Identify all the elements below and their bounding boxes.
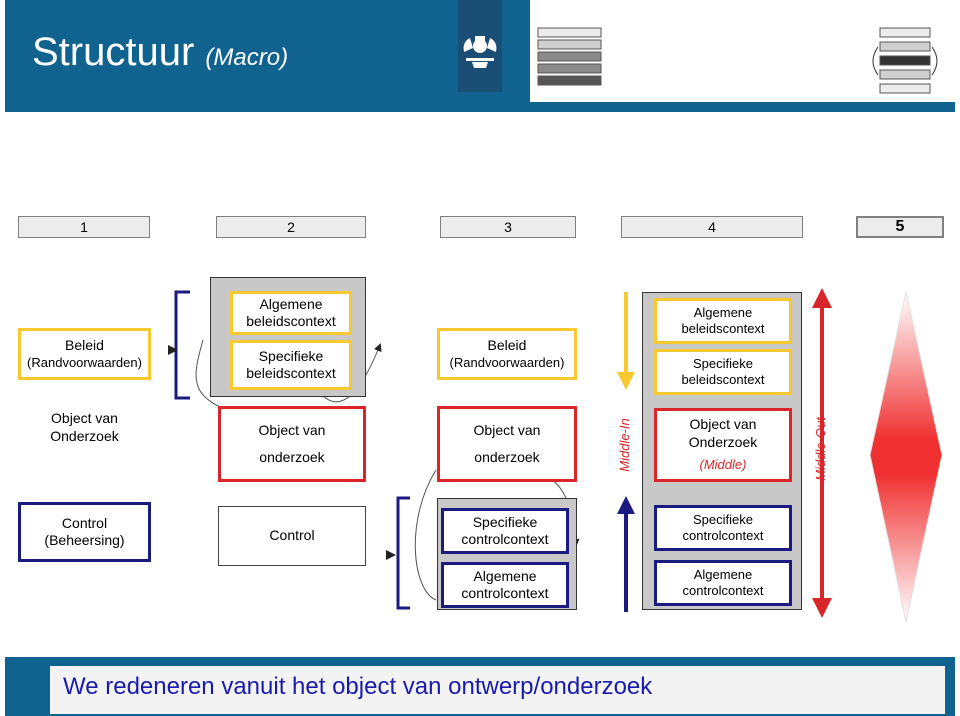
bracket-arrow-col3: [386, 550, 396, 560]
box-subtitle: (Randvoorwaarden): [449, 354, 565, 370]
col1-beleid-box: Beleid (Randvoorwaarden): [18, 328, 151, 380]
box-line1: Specifieke: [258, 347, 324, 364]
box-title: Control: [269, 527, 315, 544]
col3-algemene-box: Algemene controlcontext: [441, 562, 569, 608]
coat-of-arms-icon: [463, 36, 497, 68]
col3-specifieke-box: Specifieke controlcontext: [441, 508, 569, 554]
box-line1: Specifieke: [693, 355, 753, 371]
box-line2: beleidscontext: [681, 321, 765, 336]
title-sub: (Macro): [205, 44, 289, 71]
step-tab-3[interactable]: 3: [440, 216, 576, 238]
bracket-left-col2: [174, 290, 190, 400]
box-line1: Object van: [258, 421, 326, 438]
footer-text: We redeneren vanuit het object van ontwe…: [63, 673, 653, 700]
box-line2: controlcontext: [461, 585, 549, 601]
step-label: 3: [504, 219, 512, 235]
bracket-left-col3: [396, 496, 410, 610]
step-label: 1: [80, 219, 88, 235]
col4-specifieke-control-box: Specifieke controlcontext: [654, 505, 792, 551]
col4-specifieke-box: Specifieke beleidscontext: [654, 349, 792, 395]
box-subtitle: (Randvoorwaarden): [27, 354, 142, 370]
col4-algemene-box: Algemene beleidscontext: [654, 298, 792, 344]
box-line1: Object van: [689, 416, 757, 433]
box-line2: beleidscontext: [681, 372, 765, 387]
col3-beleid-box: Beleid (Randvoorwaarden): [437, 328, 577, 380]
logo-band: [458, 0, 502, 92]
box-title: Beleid: [65, 337, 104, 354]
box-line2: controlcontext: [682, 528, 764, 543]
box-title: Beleid: [487, 337, 527, 354]
box-line1: Control: [61, 514, 108, 531]
page-title: Structuur (Macro): [32, 30, 288, 75]
box-line1: Specifieke: [693, 511, 753, 527]
middle-out-up-arrow: [812, 288, 832, 308]
middle-in-label: Middle-In: [617, 418, 632, 472]
middle-in-up-arrow: [617, 496, 635, 514]
box-line1: Algemene: [473, 567, 537, 584]
middle-out-label: Middle-Out: [813, 417, 828, 481]
box-line1: Algemene: [693, 304, 753, 320]
step-tab-4[interactable]: 4: [621, 216, 803, 238]
col2-control-box: Control: [218, 506, 366, 566]
middle-in-down-arrow: [617, 372, 635, 390]
col4-algemene-control-box: Algemene controlcontext: [654, 560, 792, 606]
box-line2: controlcontext: [682, 583, 764, 598]
col1-control-box: Control (Beheersing): [18, 502, 151, 562]
step-label: 4: [708, 219, 716, 235]
box-line2: controlcontext: [461, 531, 549, 547]
step-tab-1[interactable]: 1: [18, 216, 150, 238]
box-line1: Algemene: [693, 566, 753, 582]
step-label: 2: [287, 219, 295, 235]
structure-thumbnail-icons: [537, 27, 938, 94]
header-panel: [530, 0, 955, 102]
box-line1: Algemene: [259, 295, 323, 312]
box-line2: beleidscontext: [246, 365, 336, 381]
arc-col3-left: [414, 469, 437, 601]
middle-label: (Middle): [699, 457, 747, 473]
gradient-diamond: [869, 291, 943, 623]
col1-object-box: Object van Onderzoek: [22, 410, 147, 458]
box-line2: onderzoek: [474, 449, 540, 465]
step-tab-2[interactable]: 2: [216, 216, 366, 238]
box-line1: Specifieke: [472, 513, 538, 530]
step-tab-5[interactable]: 5: [856, 216, 944, 238]
box-line1: Object van: [51, 410, 118, 426]
middle-out-down-arrow: [812, 598, 832, 618]
box-line2: (Beheersing): [44, 532, 125, 548]
box-line2: onderzoek: [259, 449, 325, 465]
box-line2: Onderzoek: [688, 433, 758, 450]
step-label: 5: [895, 218, 905, 235]
box-line2: beleidscontext: [246, 313, 336, 329]
col2-object-box: Object van onderzoek: [218, 406, 366, 482]
bracket-arrow-col2: [168, 345, 178, 355]
col2-specifieke-box: Specifieke beleidscontext: [230, 340, 352, 390]
col3-object-box: Object van onderzoek: [437, 406, 577, 482]
col2-algemene-box: Algemene beleidscontext: [230, 291, 352, 335]
box-line1: Object van: [473, 421, 541, 438]
col4-object-box: Object van Onderzoek (Middle): [654, 408, 792, 482]
footer-panel: [50, 666, 945, 714]
box-line2: Onderzoek: [50, 427, 119, 444]
title-main: Structuur: [32, 30, 195, 74]
